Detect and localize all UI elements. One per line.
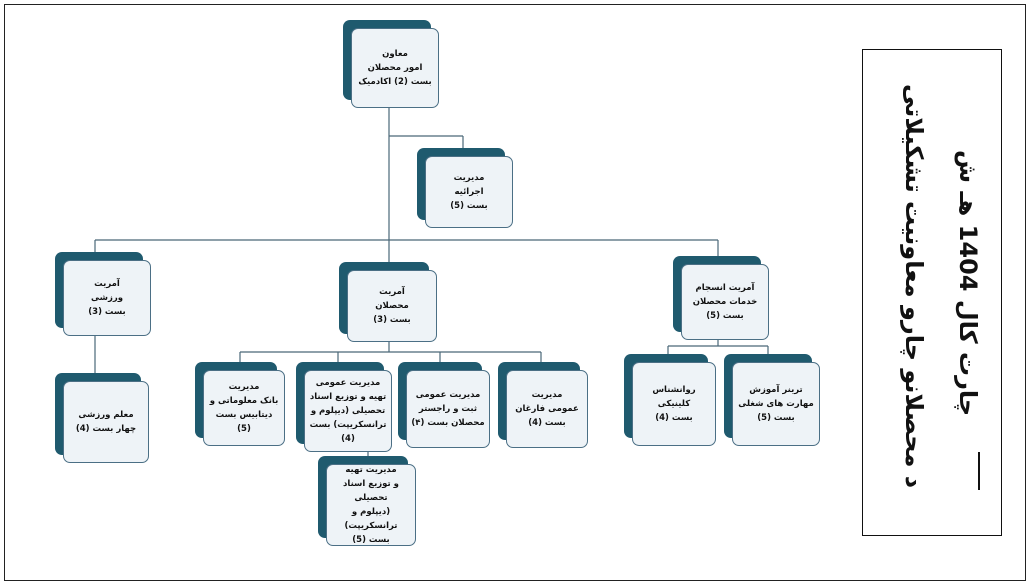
node-psychologist: روانشناس کلینیکی بست (4) bbox=[624, 354, 716, 446]
node-doc-prep-label: مدیریت تهیه و توزیع اسناد تحصیلی (دیپلوم… bbox=[343, 465, 399, 545]
node-students: آمریت محصلان بست (3) bbox=[339, 262, 437, 342]
node-services: آمریت انسجام خدمات محصلان بست (5) bbox=[673, 256, 769, 340]
node-database-label: مدیریت بانک معلوماتی و دیتابیس بست (5) bbox=[209, 382, 279, 434]
node-services-label: آمریت انسجام خدمات محصلان بست (5) bbox=[692, 283, 758, 321]
node-registration: مدیریت عمومی ثبت و راجستر محصلان بست (۴) bbox=[398, 362, 490, 448]
title-line-1: د محصلانو چارو معاونیت تشکیلاتی bbox=[900, 84, 928, 489]
node-documents-label: مدیریت عمومی تهیه و توزیع اسناد تحصیلی (… bbox=[309, 378, 387, 444]
node-trainer-label: ترینر آموزش مهارت های شغلی بست (5) bbox=[738, 385, 814, 423]
node-documents: مدیریت عمومی تهیه و توزیع اسناد تحصیلی (… bbox=[296, 362, 392, 452]
node-exec-label: مدیریت اجرائیه بست (5) bbox=[450, 173, 488, 211]
node-deputy: معاون امور محصلان بست (2) اکادمیک bbox=[343, 20, 439, 108]
node-students-label: آمریت محصلان بست (3) bbox=[373, 287, 411, 325]
chart-frame bbox=[4, 4, 1026, 581]
node-registration-label: مدیریت عمومی ثبت و راجستر محصلان بست (۴) bbox=[411, 390, 485, 428]
node-sports-teacher-label: معلم ورزشی چهار بست (4) bbox=[75, 410, 137, 434]
node-graduates-label: مدیریت عمومی فارغان بست (4) bbox=[515, 390, 579, 428]
title-line-2: چارت کال 1404 هـ ش bbox=[954, 150, 982, 417]
node-deputy-label: معاون امور محصلان بست (2) اکادمیک bbox=[358, 49, 432, 87]
node-sports-label: آمریت ورزشی بست (3) bbox=[88, 279, 126, 317]
node-psychologist-label: روانشناس کلینیکی بست (4) bbox=[652, 385, 696, 423]
node-sports: آمریت ورزشی بست (3) bbox=[55, 252, 151, 336]
node-doc-prep: مدیریت تهیه و توزیع اسناد تحصیلی (دیپلوم… bbox=[318, 456, 416, 546]
node-graduates: مدیریت عمومی فارغان بست (4) bbox=[498, 362, 588, 448]
node-exec: مدیریت اجرائیه بست (5) bbox=[417, 148, 513, 228]
node-sports-teacher: معلم ورزشی چهار بست (4) bbox=[55, 373, 149, 463]
title-rule bbox=[978, 452, 980, 490]
node-database: مدیریت بانک معلوماتی و دیتابیس بست (5) bbox=[195, 362, 285, 446]
node-trainer: ترینر آموزش مهارت های شغلی بست (5) bbox=[724, 354, 820, 446]
